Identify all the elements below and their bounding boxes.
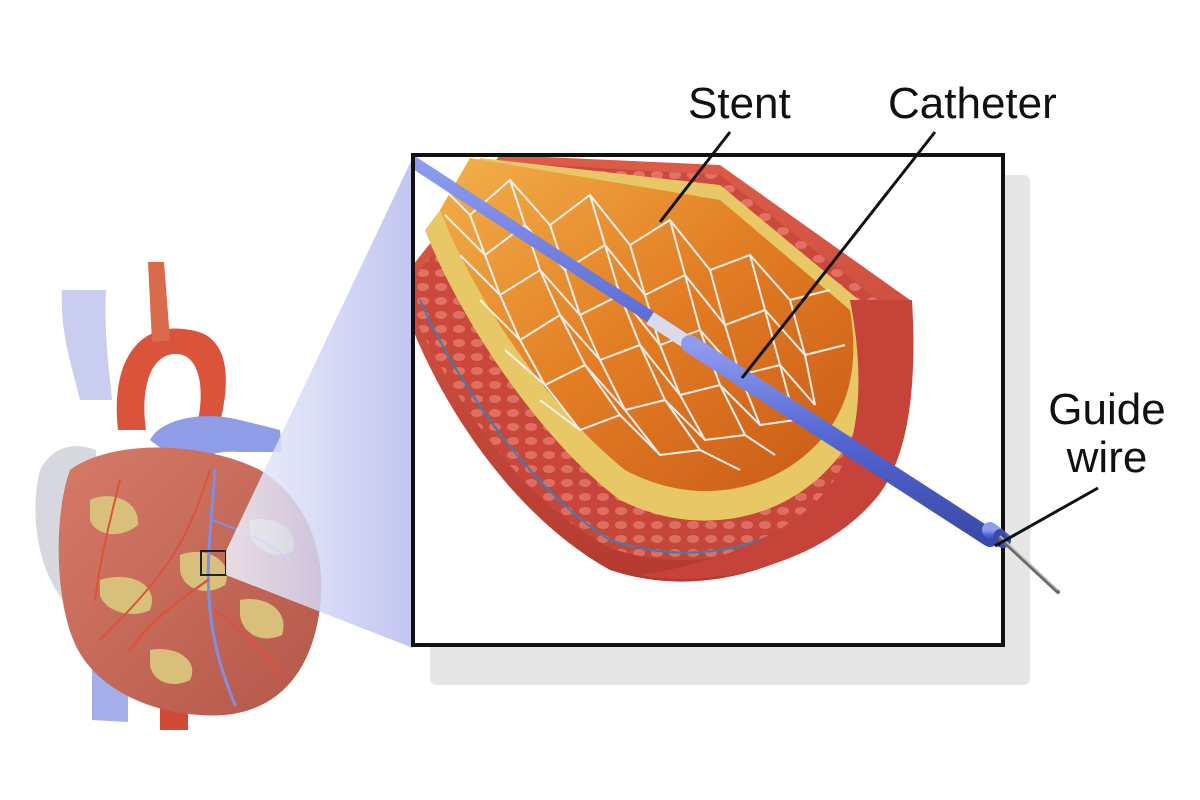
fat-patch xyxy=(240,599,284,639)
magnified-panel xyxy=(411,153,1005,647)
aorta-branch xyxy=(148,262,170,342)
artery-cut-face xyxy=(640,300,914,579)
fat-patch xyxy=(180,551,227,591)
guide-wire-leader-line xyxy=(994,486,1099,548)
superior-vena-cava xyxy=(61,290,112,400)
catheter-label: Catheter xyxy=(888,79,1057,128)
magnifier-beam xyxy=(226,157,413,648)
fat-patch xyxy=(100,576,152,615)
magnified-panel-frame xyxy=(411,153,1005,647)
guide-wire-label-line2: wire xyxy=(1066,433,1148,482)
stent-mesh xyxy=(429,174,846,471)
stent-leader-line xyxy=(658,131,732,223)
catheter-tube xyxy=(413,156,999,547)
stent-label: Stent xyxy=(688,79,791,128)
guide-wire-label-line1: Guide xyxy=(1048,385,1166,434)
fat-patch xyxy=(150,649,193,685)
aorta xyxy=(116,328,226,430)
guide-wire xyxy=(998,535,1060,594)
guide-wire-label: Guide wire xyxy=(1032,386,1182,482)
catheter-leader-line xyxy=(740,131,937,379)
leader-lines xyxy=(658,131,1099,548)
fat-patch xyxy=(90,496,139,535)
